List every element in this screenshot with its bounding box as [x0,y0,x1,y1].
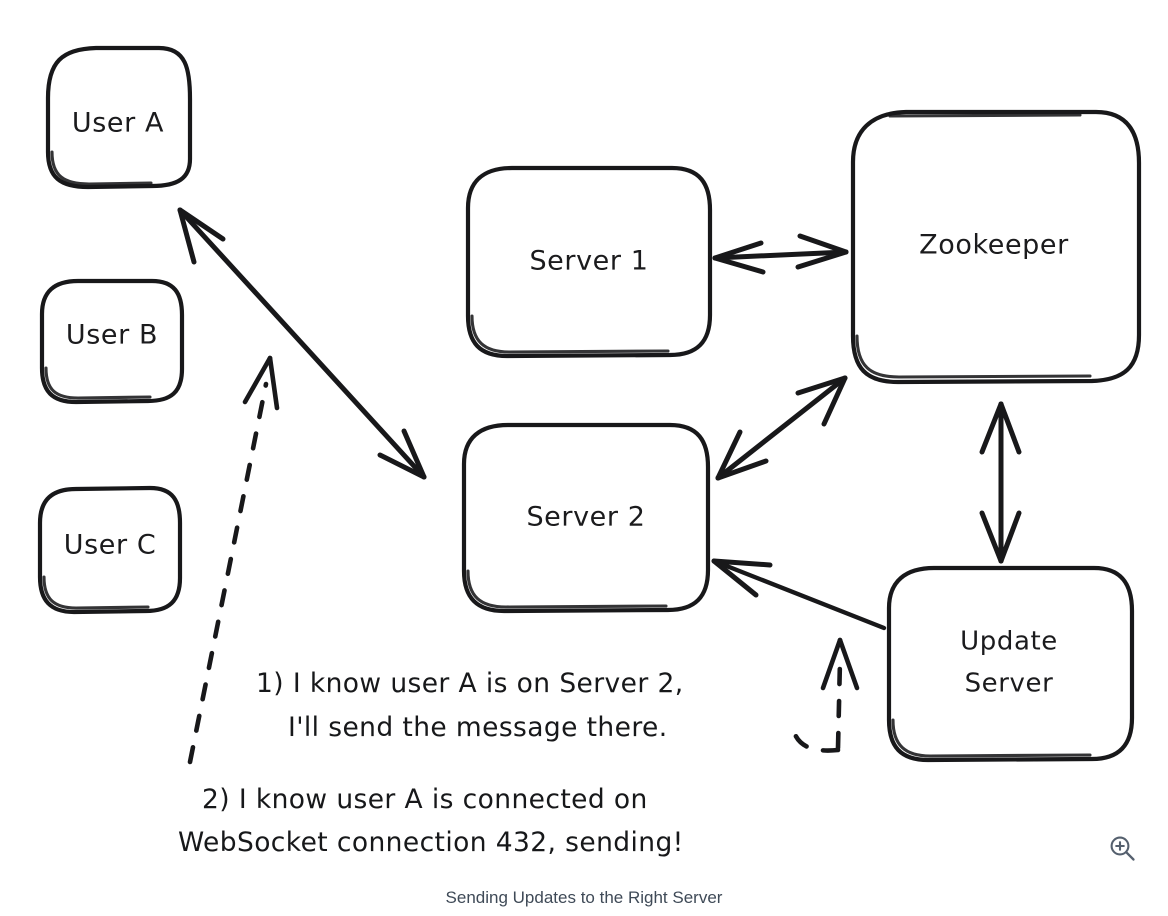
server-2-box-outline [461,422,711,614]
arrow-server-2-zookeeper-shaft [715,375,848,481]
server-1-box-sketch-overstroke [470,314,670,354]
update-server-label-line-2: Server [965,669,1054,699]
arrow-server-1-zookeeper [712,233,849,275]
annotation-2-line-2: WebSocket connection 432, sending! [178,827,684,858]
node-user-a[interactable]: User A [45,45,193,190]
user-a-box-sketch-overstroke [50,150,153,186]
node-user-c[interactable]: User C [37,485,183,615]
update-server-label-line-1: Update [960,627,1058,657]
dashed-head-user-a-barb-2 [267,355,280,411]
node-update-server[interactable]: Update Server [886,565,1135,763]
dashed-head-user-a-barb-1 [242,355,273,405]
node-server-1[interactable]: Server 1 [465,165,713,359]
arrow-update-server-server-2 [711,558,887,631]
arrow-head-user-a-barb-1 [177,207,226,242]
diagram-caption: Sending Updates to the Right Server [446,888,723,907]
arrow-head-s2-zk-down-barb-1 [715,429,743,481]
annotation-1-line-2: I'll send the message there. [288,712,668,743]
dashed-head-note-barb-2 [837,637,860,691]
arrow-head-us-s2-barb-2 [711,558,759,598]
user-b-box-sketch-overstroke [44,366,152,400]
arrow-head-server-1-barb-1 [712,240,764,261]
arrow-head-server-2-barb-1 [377,452,427,480]
zoom-in-magnifier-icon[interactable] [1106,832,1140,866]
server-1-label: Server 1 [529,246,648,277]
node-user-b[interactable]: User B [39,278,185,405]
dashed-arrow-update-server-note [791,637,860,753]
arrow-server-2-zookeeper [715,375,848,481]
user-c-box-sketch-overstroke [42,575,150,610]
user-c-label: User C [64,530,157,561]
arrow-server-1-zookeeper-shaft [712,249,849,261]
arrow-update-server-server-2-shaft [711,558,887,631]
arrow-user-a-server-2 [177,207,427,480]
arrow-head-s2-zk-down-barb-2 [715,458,769,481]
arrow-head-us-down-barb-1 [979,510,1004,564]
annotation-1: 1) I know user A is on Server 2, I'll se… [256,668,684,743]
dashed-arrow-note-user-a [187,355,280,765]
user-b-box-outline [39,278,185,405]
arrow-head-us-down-barb-2 [998,510,1022,564]
arrow-head-s2-zk-up-barb-2 [821,375,848,427]
update-server-box-outline [886,565,1135,763]
arrow-head-user-a-barb-2 [177,207,197,265]
zookeeper-box-sketch-overstroke [855,334,1092,379]
arrow-zookeeper-update-server [979,401,1022,564]
server-1-box-outline [465,165,713,359]
annotation-2: 2) I know user A is connected on WebSock… [178,784,684,858]
dashed-arrow-update-server-note-shaft [835,657,843,751]
arrow-head-server-1-barb-2 [712,255,766,275]
zookeeper-box-outline [850,109,1142,385]
user-a-label: User A [72,108,164,139]
user-c-box-outline [37,485,183,615]
annotation-2-line-1: 2) I know user A is connected on [202,784,648,815]
arrow-head-zk-up-barb-1 [979,401,1004,455]
arrow-head-zookeeper-h-barb-2 [795,249,849,270]
dashed-arrow-note-user-a-shaft [187,381,269,765]
arrow-head-zk-up-barb-2 [998,401,1022,455]
node-server-2[interactable]: Server 2 [461,422,711,614]
arrow-head-s2-zk-up-barb-1 [795,375,848,396]
server-2-box-sketch-overstroke [466,569,668,609]
node-zookeeper[interactable]: Zookeeper [850,109,1142,385]
server-2-label: Server 2 [526,502,645,533]
arrow-head-zookeeper-h-barb-1 [797,233,849,255]
arrow-head-server-2-barb-2 [401,428,427,480]
user-a-box-outline [45,45,193,190]
arrow-head-us-s2-barb-1 [711,558,773,568]
dashed-arrow-update-server-note-tail [791,729,841,753]
zookeeper-box-sketch-top-stroke [888,113,1082,118]
user-b-label: User B [66,320,158,351]
update-server-box-sketch-overstroke [891,718,1092,758]
arrow-user-a-server-2-shaft [177,207,427,480]
dashed-head-note-barb-1 [820,637,843,691]
zoom-in-button[interactable] [1106,832,1140,866]
annotation-1-line-1: 1) I know user A is on Server 2, [256,668,684,699]
zookeeper-label: Zookeeper [919,230,1069,261]
